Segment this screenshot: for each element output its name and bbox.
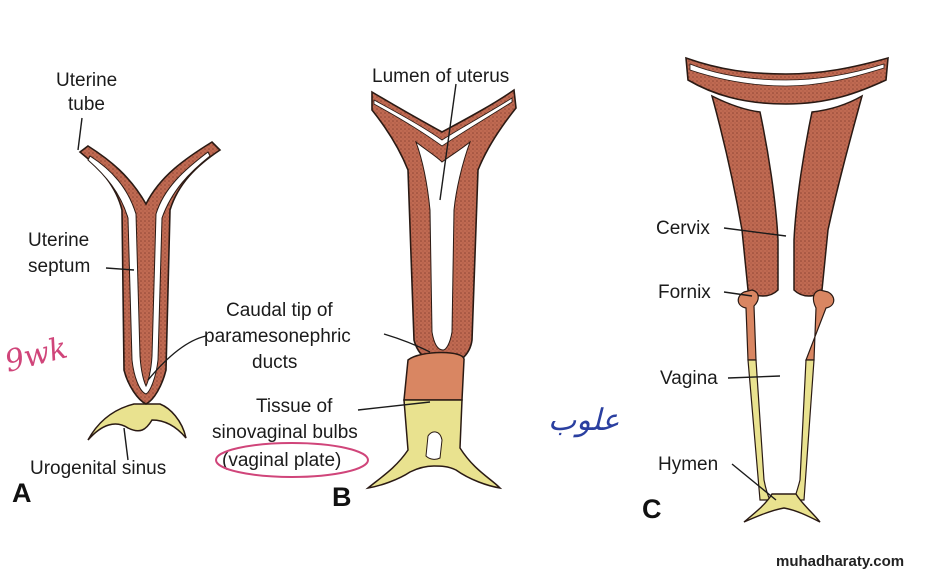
label-vagina: Vagina: [660, 368, 718, 389]
handwritten-note-arabic: علوب: [548, 403, 620, 438]
label-tissue-2: sinovaginal bulbs: [212, 422, 358, 443]
panel-c-figure: [685, 56, 889, 523]
vaginal-plate-highlight: [215, 442, 369, 478]
vagina-wall-yellow-right: [793, 359, 815, 501]
leader-lines: [77, 83, 787, 501]
bulb-cavity: [425, 431, 443, 460]
label-fornix: Fornix: [658, 282, 711, 303]
label-cervix: Cervix: [656, 218, 710, 239]
panel-label-a: A: [12, 478, 32, 508]
label-uterine-septum-2: septum: [28, 256, 90, 277]
panel-b-figure: [365, 88, 517, 490]
uterus-left-wall-c: [710, 94, 779, 297]
septum-remnant: [143, 318, 147, 332]
label-caudal-tip-1: Caudal tip of: [226, 300, 333, 321]
urogenital-sinus-shape: [87, 403, 187, 441]
label-tissue-3: (vaginal plate): [222, 450, 341, 471]
label-uterine-septum-1: Uterine: [28, 230, 89, 251]
paramesonephric-ducts-shape-a: [78, 140, 222, 405]
septum-remnant: [143, 230, 148, 250]
uterus-right-wall-c: [793, 94, 864, 297]
uterine-lumen-b: [414, 140, 472, 351]
uterine-lumen-a: [87, 151, 211, 395]
handwritten-note-9wk: 9wk: [1, 331, 71, 380]
label-tissue-1: Tissue of: [256, 396, 333, 417]
vagina-wall-left: [737, 289, 759, 361]
septum-remnant: [142, 258, 148, 280]
label-caudal-tip-2: paramesonephric: [204, 326, 351, 347]
label-uterine-tube-2: tube: [68, 94, 105, 115]
panel-label-b: B: [332, 482, 352, 512]
label-caudal-tip-3: ducts: [252, 352, 297, 373]
label-urogenital-sinus: Urogenital sinus: [30, 458, 166, 479]
vaginal-plate-solid: [403, 351, 465, 401]
panel-label-c: C: [642, 494, 662, 524]
watermark: muhadharaty.com: [776, 553, 904, 570]
label-hymen: Hymen: [658, 454, 718, 475]
tube-gap-b: [373, 97, 513, 147]
label-uterine-tube-1: Uterine: [56, 70, 117, 91]
vagina-wall-right: [805, 289, 835, 361]
label-lumen-of-uterus: Lumen of uterus: [372, 66, 509, 87]
fundus-gap-c: [689, 63, 885, 87]
panel-a-figure: [78, 140, 222, 441]
hymen-shape: [743, 493, 821, 523]
